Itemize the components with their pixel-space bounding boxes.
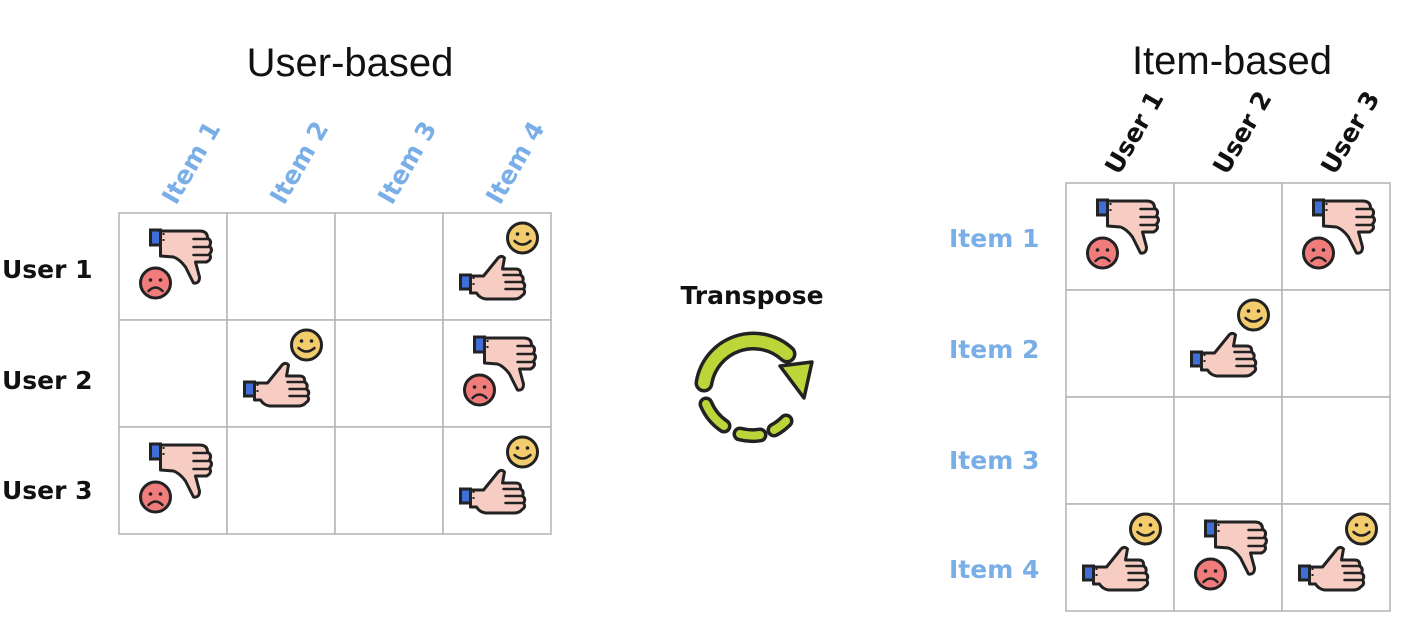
ib-row-item-2: Item 2 bbox=[949, 335, 1039, 364]
ub-cell-r3-c3 bbox=[334, 426, 444, 535]
item-based-title: Item-based bbox=[1132, 39, 1332, 83]
ub-cell-r2-c4 bbox=[442, 319, 552, 428]
ub-cell-r1-c1 bbox=[118, 212, 228, 321]
ub-cell-r2-c3 bbox=[334, 319, 444, 428]
ib-cell-r1-c1 bbox=[1065, 182, 1175, 291]
ib-cell-r3-c1 bbox=[1065, 396, 1175, 505]
rotate-arrow-icon bbox=[694, 331, 814, 444]
user-based-row-labels: User 1 User 2 User 3 bbox=[2, 255, 93, 505]
user-based-title: User-based bbox=[247, 41, 454, 85]
ib-col-user-1: User 1 bbox=[1099, 86, 1169, 179]
item-based-matrix bbox=[1065, 182, 1391, 612]
ub-cell-r3-c1 bbox=[118, 426, 228, 535]
ib-cell-r2-c1 bbox=[1065, 289, 1175, 398]
ib-row-item-1: Item 1 bbox=[949, 224, 1039, 253]
ib-cell-r1-c3 bbox=[1281, 182, 1391, 291]
ib-row-item-4: Item 4 bbox=[949, 555, 1039, 584]
ub-col-item-4: Item 4 bbox=[480, 116, 550, 209]
ub-cell-r2-c1 bbox=[118, 319, 228, 428]
ub-col-item-2: Item 2 bbox=[264, 116, 334, 209]
ub-col-item-1: Item 1 bbox=[156, 116, 226, 209]
ib-col-user-2: User 2 bbox=[1207, 86, 1277, 179]
ib-col-user-3: User 3 bbox=[1315, 86, 1385, 179]
user-based-matrix bbox=[118, 212, 552, 535]
ub-cell-r1-c2 bbox=[226, 212, 336, 321]
ib-cell-r4-c2 bbox=[1173, 503, 1283, 612]
transpose-label: Transpose bbox=[680, 281, 823, 310]
ib-cell-r2-c3 bbox=[1281, 289, 1391, 398]
ub-cell-r1-c3 bbox=[334, 212, 444, 321]
ub-row-user-1: User 1 bbox=[2, 255, 93, 284]
ub-row-user-3: User 3 bbox=[2, 476, 93, 505]
user-based-column-labels: Item 1 Item 2 Item 3 Item 4 bbox=[156, 116, 550, 209]
item-based-column-labels: User 1 User 2 User 3 bbox=[1099, 86, 1385, 179]
ib-row-item-3: Item 3 bbox=[949, 446, 1039, 475]
item-based-row-labels: Item 1 Item 2 Item 3 Item 4 bbox=[949, 224, 1039, 584]
ub-cell-r3-c2 bbox=[226, 426, 336, 535]
ib-cell-r1-c2 bbox=[1173, 182, 1283, 291]
ub-row-user-2: User 2 bbox=[2, 366, 93, 395]
ib-cell-r3-c3 bbox=[1281, 396, 1391, 505]
ub-col-item-3: Item 3 bbox=[372, 116, 442, 209]
ib-cell-r3-c2 bbox=[1173, 396, 1283, 505]
